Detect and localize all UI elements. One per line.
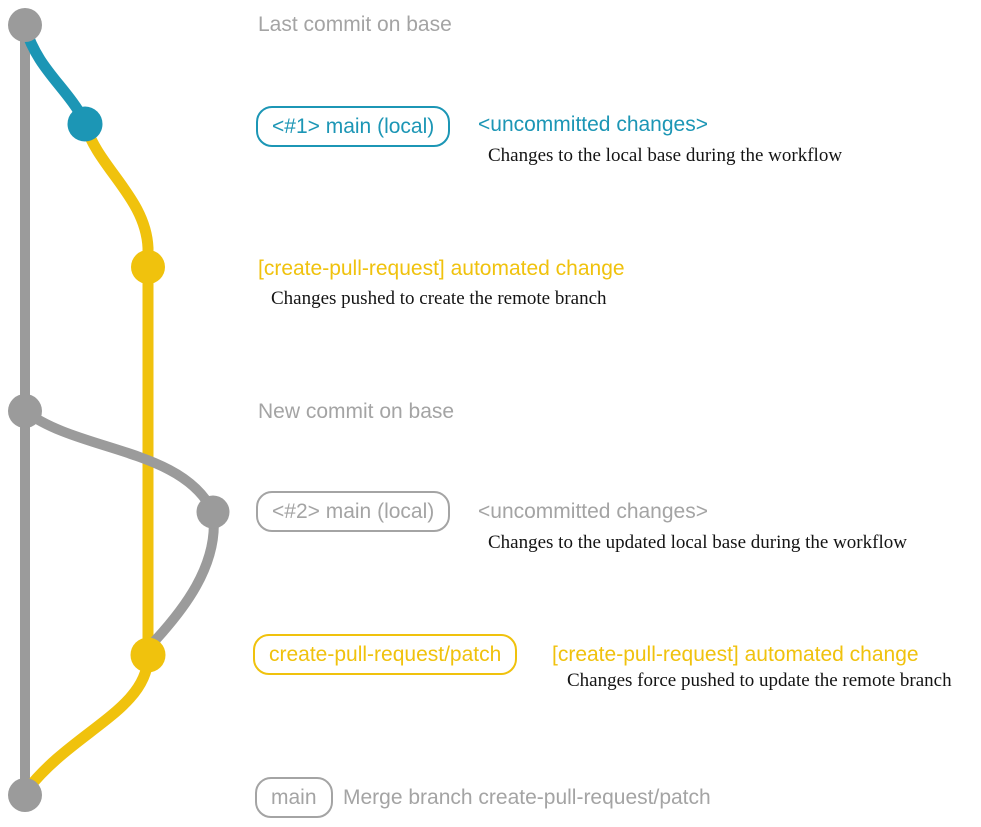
commit-node-new-base (8, 394, 42, 428)
note-local-base-changes: Changes to the local base during the wor… (488, 145, 843, 166)
branch-badge-main-local-2: <#2> main (local) (256, 491, 451, 533)
note-force-pushed-update-branch: Changes force pushed to update the remot… (567, 670, 952, 691)
merge-commit-label: Merge branch create-pull-request/patch (343, 786, 711, 809)
automated-change-label-2: [create-pull-request] automated change (552, 643, 919, 666)
patch-branch-merge-curve (21, 652, 154, 796)
local-main-2-branch-in-curve (145, 507, 219, 651)
branch-badge-main-local-1: <#1> main (local) (256, 106, 451, 148)
new-commit-label: New commit on base (258, 400, 455, 423)
commit-node-local-2 (196, 495, 230, 529)
local-main-1-branch-curve (19, 21, 91, 128)
commit-node-patch-1 (131, 250, 165, 284)
commit-node-last-base (8, 8, 42, 42)
branch-badge-patch: create-pull-request/patch (253, 634, 518, 676)
commit-node-local-1 (67, 106, 103, 142)
commit-node-merge (8, 778, 42, 812)
uncommitted-changes-label-1: <uncommitted changes> (478, 113, 708, 136)
git-graph (8, 8, 230, 812)
uncommitted-changes-label-2: <uncommitted changes> (478, 500, 708, 523)
patch-branch-line (79, 118, 154, 661)
note-pushed-create-branch: Changes pushed to create the remote bran… (271, 288, 607, 309)
local-main-2-branch-out-curve (20, 406, 218, 517)
note-updated-local-base-changes: Changes to the updated local base during… (488, 532, 907, 553)
last-commit-label: Last commit on base (258, 13, 452, 36)
commit-node-patch-2 (130, 637, 166, 673)
branch-badge-main: main (255, 777, 333, 819)
automated-change-label-1: [create-pull-request] automated change (258, 257, 625, 280)
